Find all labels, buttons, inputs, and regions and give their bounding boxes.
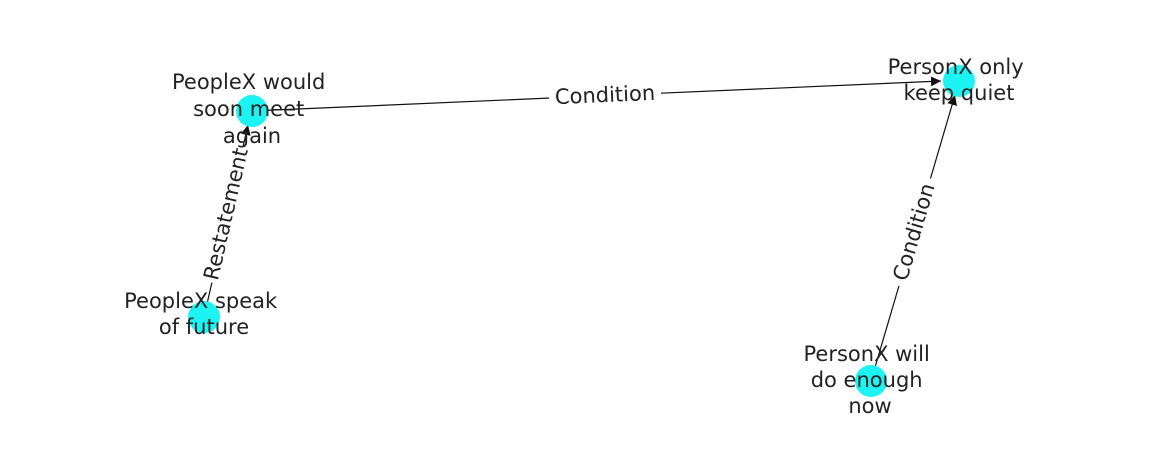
edge-label: Condition xyxy=(554,81,655,109)
node-circle xyxy=(943,65,975,97)
edges-layer: Condition Restatement Condition xyxy=(198,76,957,382)
node-peoplex-would-soon-meet-again: PeopleX would soon meet again xyxy=(172,70,332,148)
edge-label: Restatement xyxy=(199,146,253,283)
node-personx-only-keep-quiet: PersonX only keep quiet xyxy=(888,55,1031,105)
node-label: PersonX only keep quiet xyxy=(888,55,1031,105)
node-label: PersonX will do enough now xyxy=(804,342,937,418)
node-circle xyxy=(236,95,268,127)
node-personx-will-do-enough-now: PersonX will do enough now xyxy=(804,342,937,418)
edge-label: Condition xyxy=(888,181,939,284)
edge-n1-n2: Condition xyxy=(251,76,942,112)
node-label: PeopleX would soon meet again xyxy=(172,70,332,148)
node-circle xyxy=(855,365,887,397)
node-circle xyxy=(188,301,220,333)
edge-n4-n2: Condition xyxy=(870,94,957,382)
nodes-layer: PeopleX would soon meet again PersonX on… xyxy=(124,55,1031,418)
node-peoplex-speak-of-future: PeopleX speak of future xyxy=(124,289,284,339)
node-label: PeopleX speak of future xyxy=(124,289,284,339)
